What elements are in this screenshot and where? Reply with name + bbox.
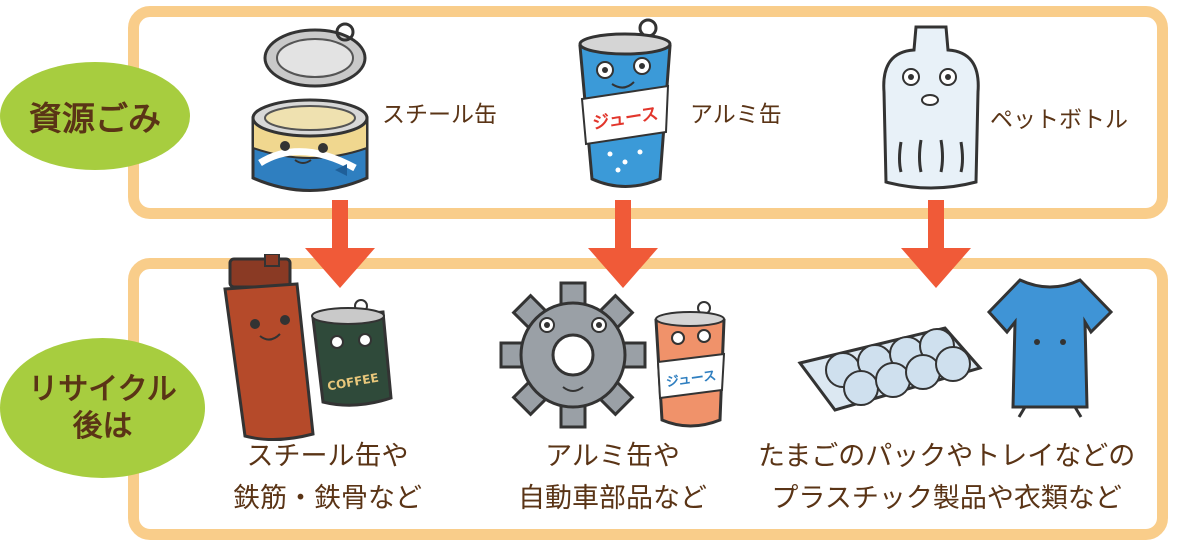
after-recycling-badge: リサイクル 後は — [0, 338, 205, 478]
pet-result-line1: たまごのパックやトレイなどの — [758, 441, 1136, 472]
coffee-can-icon: COFFEE — [305, 298, 395, 418]
arrow-down-icon — [896, 200, 976, 290]
aluminum-result-caption: アルミ缶や 自動車部品など — [518, 436, 707, 520]
tshirt-icon — [985, 272, 1115, 422]
resource-waste-badge-label: 資源ごみ — [29, 99, 161, 138]
pet-bottle-icon — [876, 22, 986, 192]
arrow-down-icon — [300, 200, 380, 290]
pet-result-line2: プラスチック製品や衣類など — [771, 482, 1122, 514]
steel-can-icon — [245, 18, 375, 193]
steel-result-line1: スチール缶や — [246, 441, 409, 472]
thermos-icon — [215, 254, 315, 444]
aluminum-result-line1: アルミ缶や — [545, 441, 680, 472]
resource-waste-badge: 資源ごみ — [0, 62, 190, 170]
after-recycling-badge-line2: 後は — [72, 409, 133, 444]
pet-result-caption: たまごのパックやトレイなどの プラスチック製品や衣類など — [758, 436, 1135, 520]
steel-result-caption: スチール缶や 鉄筋・鉄骨など — [233, 436, 422, 520]
after-recycling-badge-line1: リサイクル — [28, 371, 177, 407]
arrow-down-icon — [583, 200, 663, 290]
pet-bottle-label: ペットボトル — [990, 107, 1128, 133]
aluminum-can-label: アルミ缶 — [690, 102, 782, 128]
steel-result-line2: 鉄筋・鉄骨など — [233, 482, 422, 514]
aluminum-result-line2: 自動車部品など — [518, 482, 707, 514]
juice-can-icon: ジュース — [650, 298, 730, 433]
egg-carton-icon — [795, 308, 985, 418]
juice-can-text: ジュース — [665, 369, 717, 391]
aluminum-can-icon: ジュース — [570, 14, 685, 194]
gear-icon — [498, 280, 648, 430]
steel-can-label: スチール缶 — [382, 102, 497, 128]
